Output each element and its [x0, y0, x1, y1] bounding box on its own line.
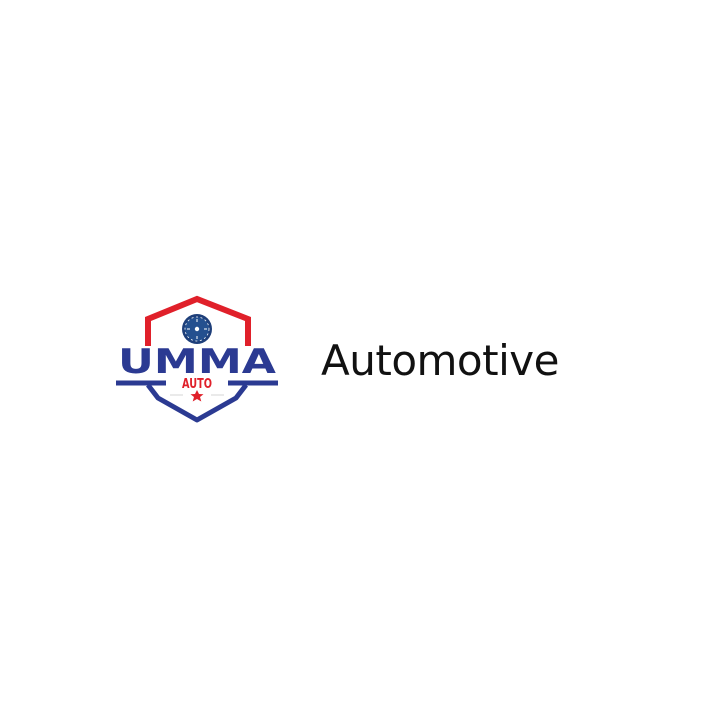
sub-name: AUTO: [182, 377, 212, 392]
shield-icon: UMMA AUTO: [116, 295, 278, 423]
roof-icon: [145, 295, 251, 346]
wheel-icon: [182, 314, 212, 344]
umma-auto-logo: UMMA AUTO: [110, 290, 290, 430]
tagline: Automotive: [321, 336, 559, 385]
star-icon: [190, 390, 204, 402]
brand-name: UMMA: [118, 342, 277, 382]
